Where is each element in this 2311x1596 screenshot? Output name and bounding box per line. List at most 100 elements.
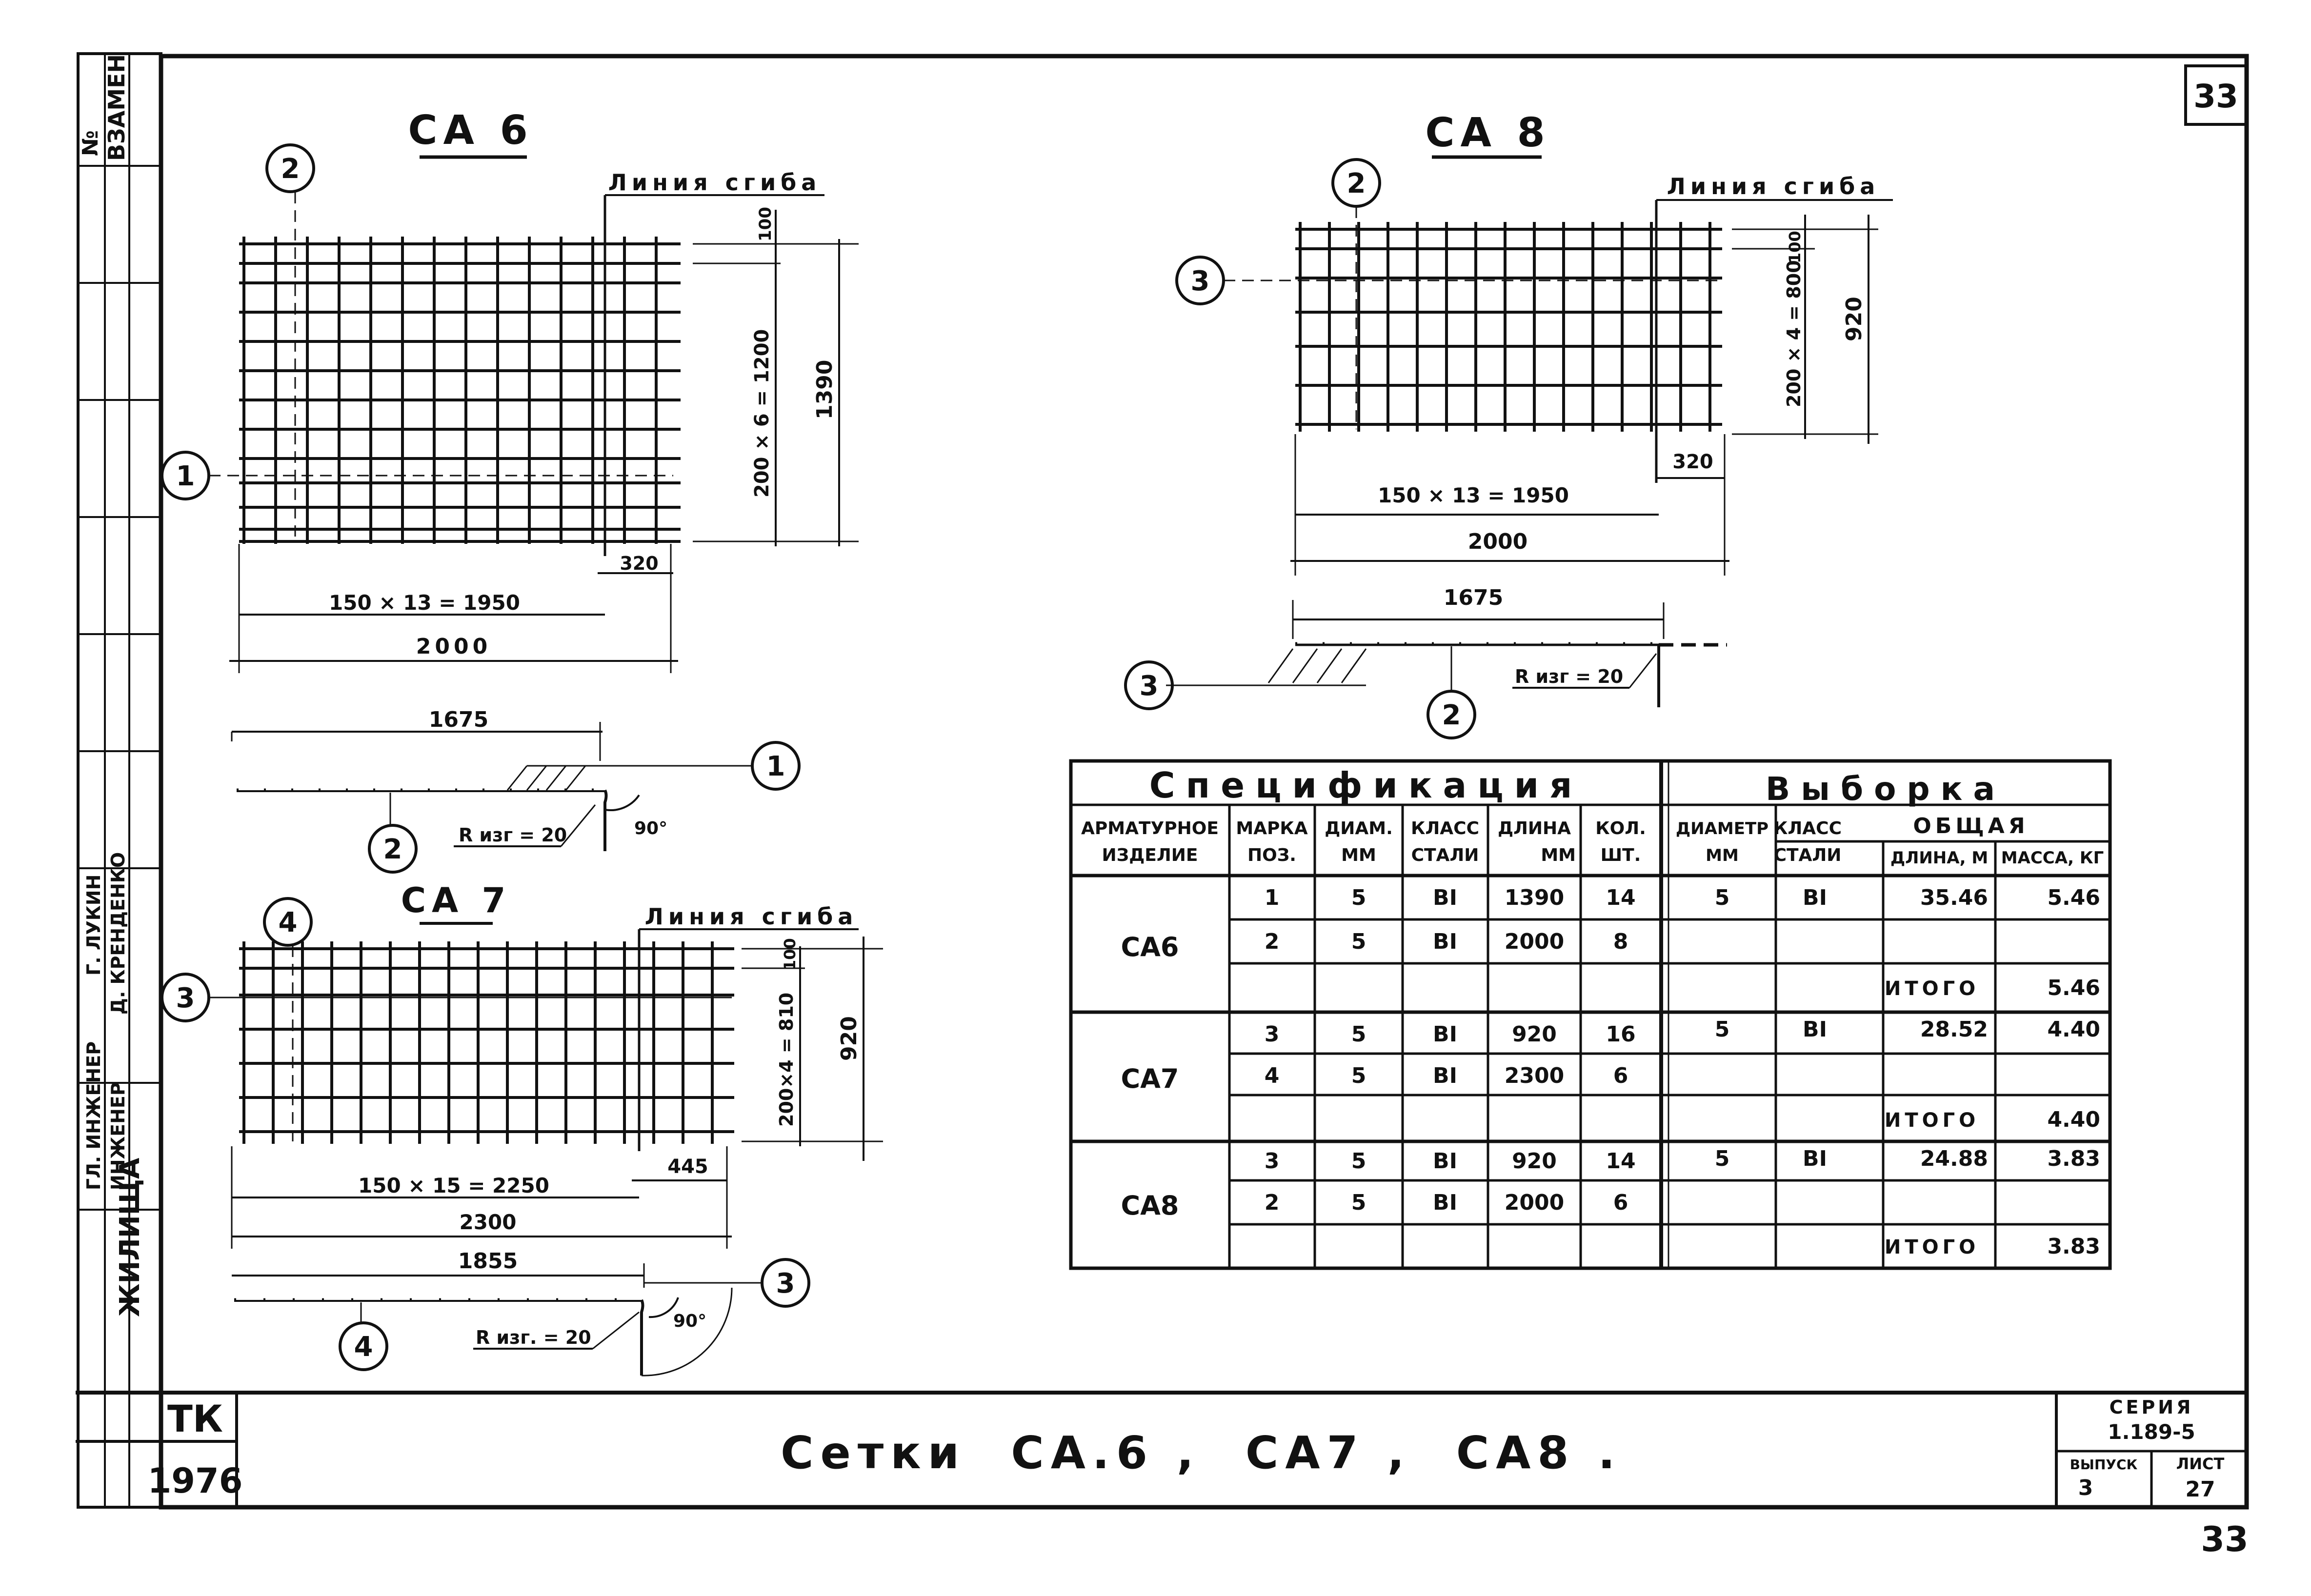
- spec-table: Спецификация Выборка АРМАТУРНОЕ ИЗДЕЛИЕ …: [1069, 759, 2112, 1270]
- stamp-vzamen: ВЗАМЕН: [103, 54, 130, 161]
- sa7-dim-445: 445: [667, 1156, 708, 1178]
- sa7-callout-3: 3: [176, 982, 195, 1014]
- cell-v-diam: 5: [1715, 1017, 1730, 1042]
- cell-diam: 5: [1351, 1149, 1367, 1174]
- cell-poz: 2: [1265, 1190, 1280, 1215]
- hdr-v-klass-1: КЛАСС: [1773, 818, 1842, 838]
- cell-dlina: 920: [1512, 1022, 1557, 1047]
- cell-v-dlina: 28.52: [1920, 1017, 1988, 1042]
- sheet-number-top: 33: [2193, 78, 2238, 115]
- cell-v-klass: ВI: [1803, 885, 1827, 910]
- sa8-callout-2: 2: [1347, 168, 1366, 200]
- sa7-side-callout-4: 4: [354, 1331, 373, 1363]
- sheet-title: Сетки СА.6 , СА7 , СА8 .: [781, 1427, 1622, 1479]
- sa7-callout-4: 4: [279, 907, 298, 938]
- cell-v-dlina: 24.88: [1920, 1146, 1988, 1171]
- sa8-dim-200x4: 200 × 4 = 800: [1783, 260, 1805, 407]
- sa8-dim-2000: 2000: [1468, 529, 1527, 554]
- vyborka-title: Выборка: [1766, 770, 2006, 808]
- itogo-label: ИТОГО: [1885, 1109, 1979, 1132]
- hdr-izdelie-1: АРМАТУРНОЕ: [1081, 818, 1219, 838]
- mesh-sa8: СА 8 Линия сгиба: [1124, 110, 1893, 739]
- staff-name-1: Г. ЛУКИН: [83, 875, 104, 976]
- sa7-dim-920: 920: [837, 1016, 862, 1061]
- sa8-grid: [1295, 222, 1722, 432]
- sa7-angle: 90°: [673, 1311, 706, 1331]
- sa8-dim-100: 100: [1786, 231, 1804, 263]
- cell-poz: 3: [1265, 1149, 1280, 1174]
- sa7-radius: R изг. = 20: [476, 1327, 591, 1348]
- sa6-angle: 90°: [634, 818, 667, 838]
- cell-poz: 2: [1265, 929, 1280, 954]
- sa6-dim-150x13: 150 × 13 = 1950: [329, 591, 520, 615]
- itogo-value: 5.46: [2047, 976, 2100, 1000]
- staff-name-2: Д. КРЕНДЕНКО: [107, 852, 129, 1015]
- cell-kol: 16: [1606, 1022, 1635, 1047]
- group-name: СА7: [1121, 1063, 1179, 1094]
- mesh-sa6: СА 6: [161, 107, 859, 874]
- hdr-klass-1: КЛАСС: [1411, 818, 1479, 838]
- hdr-marka-2: ПОЗ.: [1247, 845, 1296, 865]
- issue-value: 3: [2078, 1476, 2093, 1500]
- itogo-value: 3.83: [2047, 1234, 2100, 1259]
- sa6-dim-200x6: 200 × 6 = 1200: [751, 329, 773, 498]
- list-value: 27: [2185, 1477, 2215, 1502]
- cell-kol: 8: [1613, 929, 1628, 954]
- sa7-dim-200x4: 200×4 = 810: [776, 993, 797, 1127]
- hdr-dlina-1: ДЛИНА: [1498, 818, 1571, 838]
- sa6-callout-2: 2: [281, 153, 300, 185]
- sa6-title: СА 6: [408, 107, 533, 154]
- year: 1976: [148, 1461, 243, 1501]
- hdr-kol-1: КОЛ.: [1595, 818, 1646, 838]
- hdr-v-diam-2: ММ: [1706, 846, 1739, 865]
- cell-klass: ВI: [1433, 1022, 1457, 1047]
- cell-v-klass: ВI: [1803, 1146, 1827, 1171]
- staff-role-2: ИНЖЕНЕР: [107, 1082, 129, 1190]
- mesh-sa7: СА 7: [161, 880, 883, 1377]
- cell-diam: 5: [1351, 1022, 1367, 1047]
- sa6-dim-320: 320: [620, 553, 658, 574]
- hdr-kol-2: ШТ.: [1601, 845, 1641, 865]
- hdr-v-dlina: ДЛИНА, М: [1890, 848, 1988, 868]
- cell-dlina: 920: [1512, 1149, 1557, 1174]
- sa6-dim-100: 100: [756, 207, 775, 241]
- sa6-dim-1675: 1675: [429, 707, 488, 732]
- cell-kol: 14: [1606, 885, 1635, 910]
- cell-diam: 5: [1351, 885, 1367, 910]
- list-label: ЛИСТ: [2176, 1455, 2225, 1473]
- cell-diam: 5: [1351, 929, 1367, 954]
- sa6-bend-line-label: Линия сгиба: [608, 169, 822, 196]
- group-name: СА6: [1121, 932, 1179, 962]
- stamp-no: №: [78, 130, 103, 156]
- cell-diam: 5: [1351, 1063, 1367, 1088]
- cell-klass: ВI: [1433, 1190, 1457, 1215]
- series-value: 1.189-5: [2108, 1420, 2195, 1444]
- sa7-title: СА 7: [401, 880, 512, 920]
- cell-klass: ВI: [1433, 1063, 1457, 1088]
- hdr-izdelie-2: ИЗДЕЛИЕ: [1102, 845, 1198, 865]
- group-name: СА8: [1121, 1190, 1179, 1221]
- cell-v-diam: 5: [1715, 885, 1730, 910]
- itogo-label: ИТОГО: [1885, 1236, 1979, 1258]
- spec-title: Спецификация: [1149, 765, 1583, 806]
- left-stamp: № ВЗАМЕН ГЛ. ИНЖЕНЕР ИНЖЕНЕР Г. ЛУКИН Д.…: [77, 52, 162, 1509]
- cell-klass: ВI: [1433, 885, 1457, 910]
- sa8-side-callout-2: 2: [1442, 699, 1461, 731]
- cell-klass: ВI: [1433, 1149, 1457, 1174]
- sa8-radius: R изг = 20: [1515, 666, 1623, 687]
- hdr-obshchaya: ОБЩАЯ: [1913, 814, 2029, 838]
- sa7-dim-1855: 1855: [458, 1249, 518, 1274]
- cell-poz: 1: [1265, 885, 1280, 910]
- cell-kol: 6: [1613, 1190, 1628, 1215]
- hdr-diam-2: ММ: [1341, 845, 1376, 865]
- cell-kol: 14: [1606, 1149, 1635, 1174]
- sa8-title: СА 8: [1425, 110, 1550, 156]
- sa6-radius: R изг = 20: [459, 824, 567, 846]
- hdr-marka-1: МАРКА: [1236, 818, 1307, 838]
- sa6-dim-1390: 1390: [812, 360, 837, 419]
- itogo-label: ИТОГО: [1885, 978, 1979, 1000]
- series-label: СЕРИЯ: [2110, 1396, 2194, 1418]
- sa7-dim-150x15: 150 × 15 = 2250: [358, 1174, 549, 1197]
- cell-dlina: 1390: [1505, 885, 1564, 910]
